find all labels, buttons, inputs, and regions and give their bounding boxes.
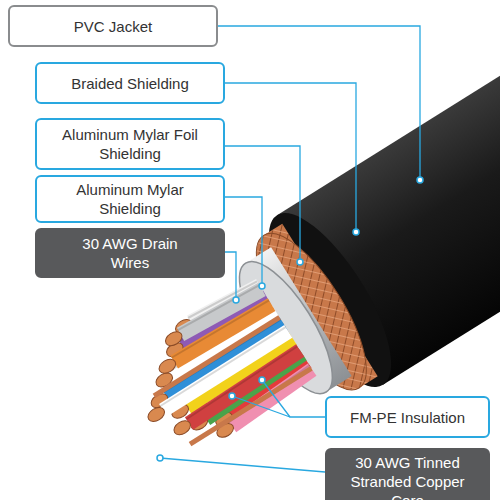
leader-line — [225, 252, 236, 300]
leader-dot — [297, 259, 303, 265]
callout-label: 30 AWG Tinned Stranded Copper Core — [337, 453, 478, 500]
callout-label: Aluminum Mylar Foil Shielding — [47, 125, 213, 163]
copper-core — [171, 418, 193, 438]
leader-dot — [259, 283, 265, 289]
dark-callout-box: 30 AWG Drain Wires — [35, 228, 225, 278]
copper-core — [157, 356, 179, 376]
leader-dot — [417, 177, 423, 183]
wire-edge — [178, 281, 260, 335]
leader-dot — [259, 377, 265, 383]
callout-label: PVC Jacket — [74, 17, 152, 36]
leader-line — [160, 458, 325, 472]
leader-line — [232, 396, 290, 417]
callout-label: 30 AWG Drain Wires — [75, 234, 185, 272]
leader-dot — [353, 229, 359, 235]
copper-core — [145, 405, 167, 425]
copper-core — [163, 329, 185, 349]
drain-wire — [154, 317, 280, 395]
callout-box: Braided Shielding — [35, 62, 225, 104]
drain-wire — [190, 368, 311, 444]
leader-dot — [229, 393, 235, 399]
callout-label: Braided Shielding — [71, 74, 189, 93]
leader-dot — [157, 455, 163, 461]
leader-line — [218, 26, 420, 180]
callout-box: Aluminum Mylar Shielding — [35, 175, 225, 223]
leader-line — [225, 83, 356, 232]
callout-box: PVC Jacket — [8, 5, 218, 47]
wire-bundle — [114, 276, 319, 467]
insulated-wire — [181, 285, 263, 339]
leader-line — [262, 380, 325, 417]
callout-box: FM-PE Insulation — [325, 396, 490, 438]
wire-edge — [185, 346, 299, 419]
dark-callout-box: 30 AWG Tinned Stranded Copper Core — [325, 448, 490, 500]
callout-label: Aluminum Mylar Shielding — [47, 180, 213, 218]
callout-box: Aluminum Mylar Foil Shielding — [35, 118, 225, 170]
leader-dot — [233, 297, 239, 303]
callout-label: FM-PE Insulation — [350, 408, 465, 427]
leader-line — [225, 197, 262, 286]
